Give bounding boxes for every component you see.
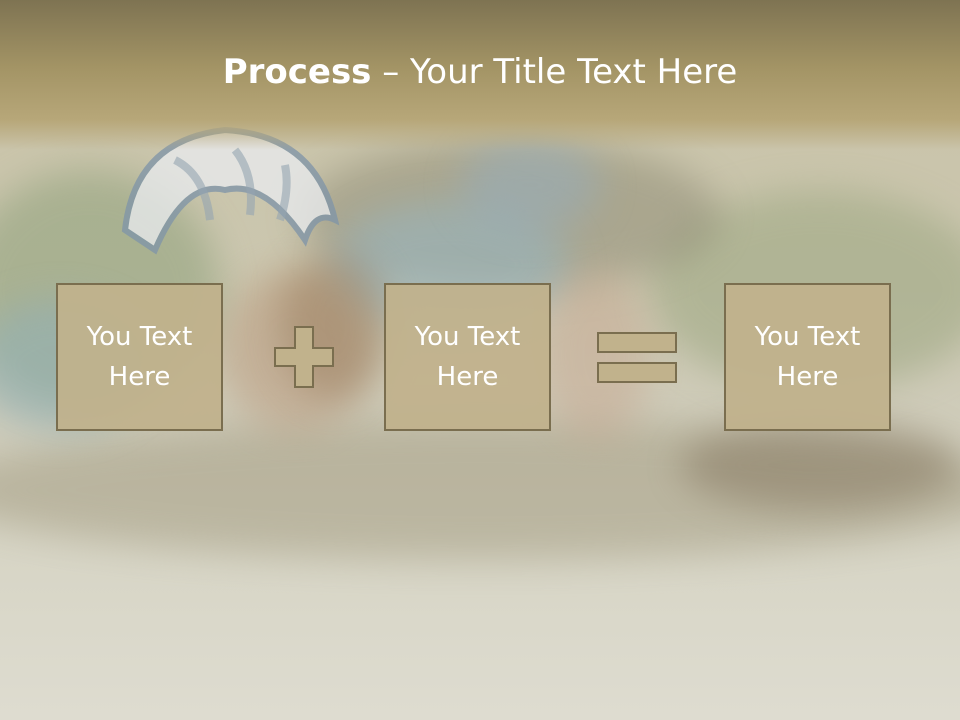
title-bold: Process [222,52,372,92]
text-box-1-line-2: Here [108,362,171,392]
text-box-2-line-1: You Text [414,322,521,352]
title-rest: – Your Title Text Here [371,52,738,92]
text-box-3-line-1: You Text [754,322,861,352]
title-band [0,0,960,150]
text-box-3-line-2: Here [776,362,839,392]
plus-icon [274,326,334,388]
slide-title: Process – Your Title Text Here [0,52,960,92]
equals-icon [597,332,677,383]
text-box-2-line-2: Here [436,362,499,392]
text-box-1-line-1: You Text [86,322,193,352]
